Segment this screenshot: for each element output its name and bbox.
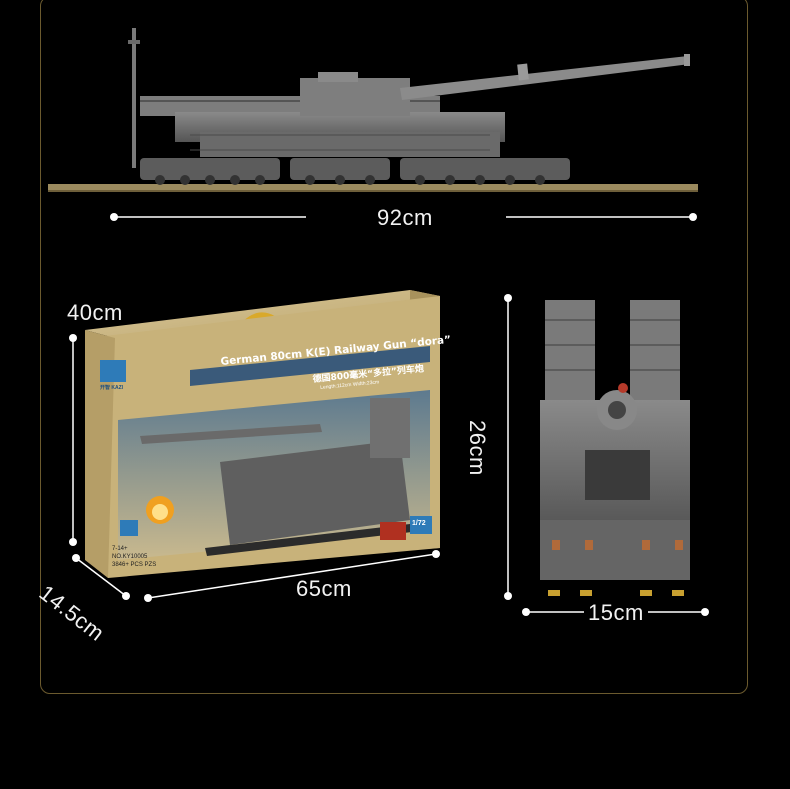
product-box (85, 290, 440, 578)
dimension-line-front-width (522, 608, 709, 616)
content-frame (40, 0, 748, 694)
dimension-line-box-height (69, 334, 77, 546)
box-width-label: 65cm (296, 576, 352, 601)
dimension-line-front-height (504, 294, 512, 600)
box-scale: 1/72 (412, 520, 426, 527)
box-pcs: 3846+ PCS PZS (112, 562, 157, 568)
box-brand: 开智 KAZI (100, 385, 124, 391)
length-label: 92cm (377, 205, 433, 230)
front-width-label: 15cm (588, 600, 644, 625)
dimension-line-box-width (144, 550, 440, 602)
railway-gun-front-model (540, 300, 690, 596)
box-age: 7-14+ (112, 546, 128, 552)
box-height-label: 40cm (67, 300, 123, 325)
front-height-label: 26cm (465, 420, 490, 476)
dimension-line-length (110, 213, 697, 221)
box-item-no: NO.KY10005 (112, 554, 148, 560)
box-info: 7-14+ NO.KY10005 3846+ PCS PZS (112, 545, 156, 569)
dimension-line-box-depth (72, 554, 130, 600)
railway-gun-side-model (48, 28, 698, 192)
